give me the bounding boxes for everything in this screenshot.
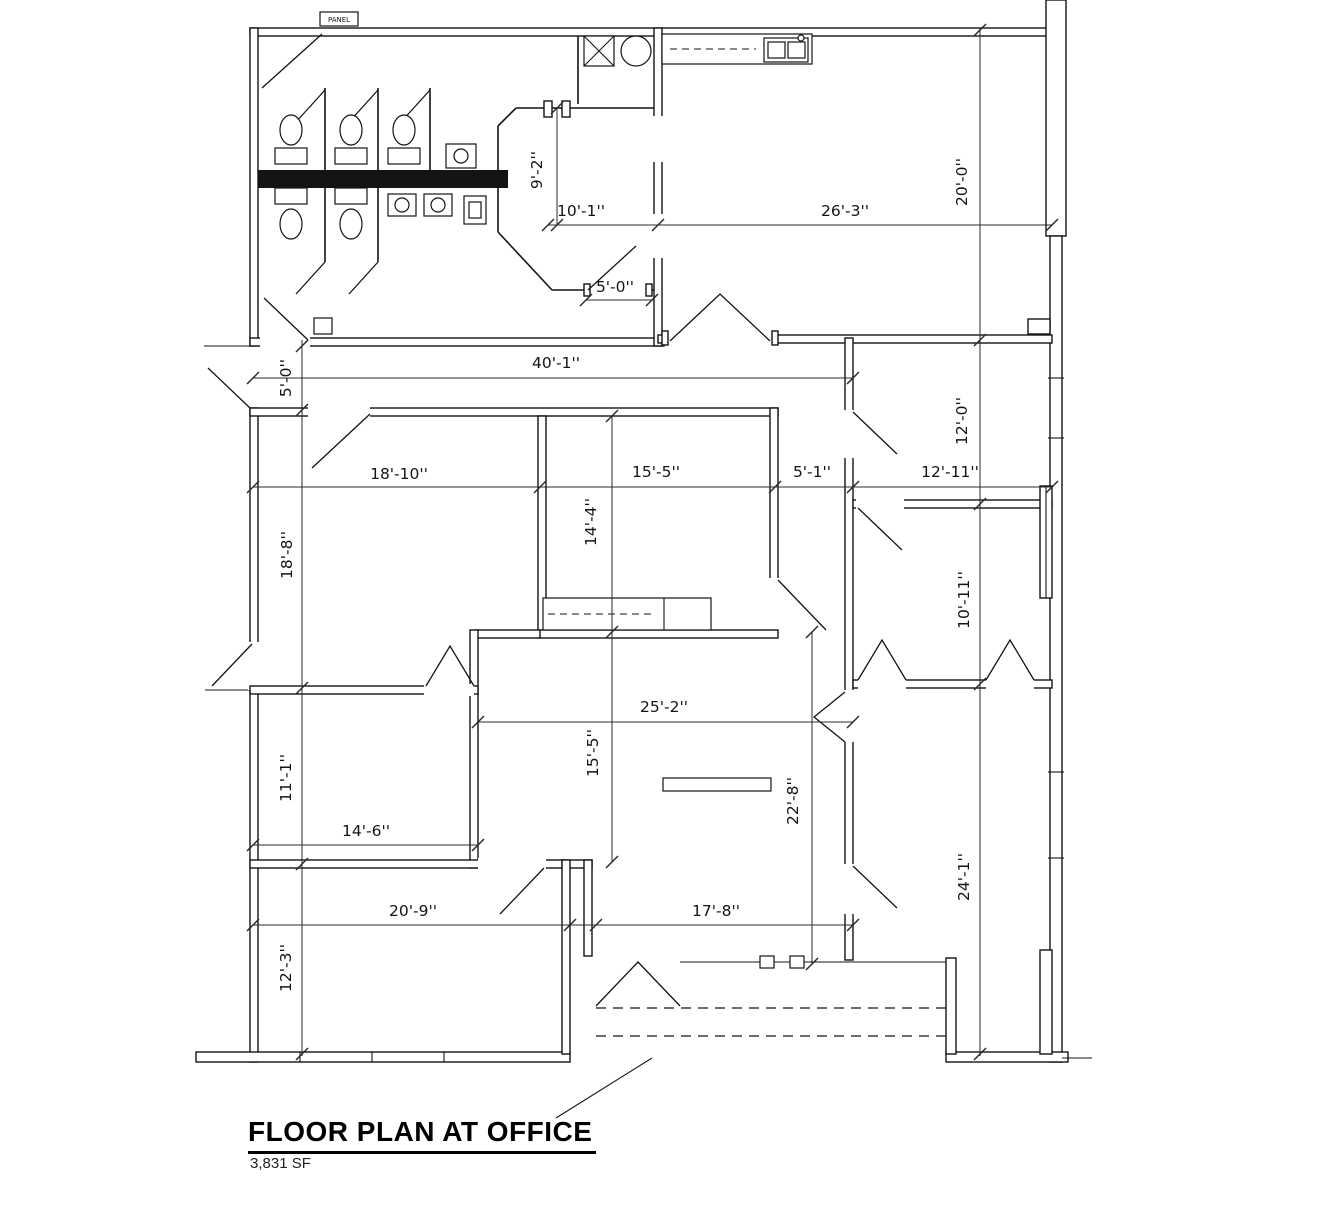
drawing-area-label: 3,831 SF — [250, 1155, 311, 1172]
toilet-icon — [274, 114, 308, 165]
dim-label-office-left-2-depth: 11'-1'' — [277, 754, 295, 802]
dim-label-door-clearance: 5'-0'' — [596, 278, 634, 296]
plumbing-wall — [258, 170, 508, 188]
floor-drain-icon — [313, 317, 333, 335]
toilet-icon — [334, 187, 368, 240]
sink-icon — [445, 143, 477, 169]
sink-icon — [423, 193, 453, 217]
dim-label-office-right-1-depth: 12'-0'' — [953, 397, 971, 445]
panel-callout: PANEL — [319, 11, 359, 27]
entry-doors — [595, 955, 946, 1037]
dim-label-room-bottom-left-width: 20'-9'' — [389, 902, 437, 920]
dim-label-vestibule-width: 10'-1'' — [557, 202, 605, 220]
dim-label-open-area-height: 22'-8'' — [784, 777, 802, 825]
dim-label-breakroom-depth: 20'-0'' — [953, 158, 971, 206]
interior-walls — [249, 27, 1053, 1055]
doors — [207, 33, 1035, 915]
dim-label-office-center-depth: 14'-4'' — [582, 498, 600, 546]
dim-label-entry-width: 17'-8'' — [692, 902, 740, 920]
dim-label-office-left-width: 18'-10'' — [370, 465, 428, 483]
panel-box — [319, 11, 359, 27]
urinal-icon — [463, 195, 487, 225]
drawing-title: FLOOR PLAN AT OFFICE — [248, 1116, 597, 1154]
dimension-labels: 9'-2'' 10'-1'' 26'-3'' 20'-0'' 5'-0'' 40… — [277, 151, 979, 992]
double-door-right-2 — [985, 638, 1035, 681]
toilet-icon — [334, 114, 368, 165]
dim-label-open-area-depth: 15'-5'' — [584, 729, 602, 777]
electrical-panel-box — [1027, 318, 1051, 335]
credenza-counter — [542, 597, 712, 631]
double-door-right-1 — [857, 638, 907, 681]
dimension-lines — [246, 23, 1059, 1119]
dim-label-office-right-3-depth: 24'-1'' — [955, 853, 973, 901]
dim-label-office-center-width: 15'-5'' — [632, 463, 680, 481]
toilet-icon — [274, 187, 308, 240]
dim-label-corridor-length: 40'-1'' — [532, 354, 580, 372]
exterior-walls — [195, 0, 1092, 1063]
door-hardware-1 — [759, 955, 775, 969]
double-door-left — [425, 644, 475, 687]
dim-label-office-left-2-width: 14'-6'' — [342, 822, 390, 840]
dim-label-open-area-width: 25'-2'' — [640, 698, 688, 716]
double-door-spine — [812, 691, 846, 743]
double-door-breakroom — [669, 293, 771, 342]
counter-with-sink — [661, 33, 813, 65]
kitchen-fixtures — [542, 33, 813, 792]
dim-label-corridor-width: 5'-0'' — [277, 359, 295, 397]
dim-label-vestibule-depth: 9'-2'' — [528, 151, 546, 189]
toilet-icon — [387, 114, 421, 165]
table-icon — [662, 777, 772, 792]
door-hardware-2 — [789, 955, 805, 969]
restroom-fixtures — [274, 114, 487, 335]
title-leader-line — [555, 1057, 653, 1119]
dim-label-office-left-depth: 18'-8'' — [278, 531, 296, 579]
sink-icon — [387, 193, 417, 217]
entry-double-door — [595, 961, 681, 1007]
dim-label-alcove-width: 5'-1'' — [793, 463, 831, 481]
panel-label: PANEL — [328, 16, 350, 24]
dim-label-breakroom-width: 26'-3'' — [821, 202, 869, 220]
dim-label-room-bottom-left-depth: 12'-3'' — [277, 944, 295, 992]
dim-label-office-right-2-depth: 10'-11'' — [955, 571, 973, 629]
water-heater-icon — [620, 35, 652, 67]
mop-sink-icon — [583, 35, 615, 67]
dim-label-office-right-width: 12'-11'' — [921, 463, 979, 481]
